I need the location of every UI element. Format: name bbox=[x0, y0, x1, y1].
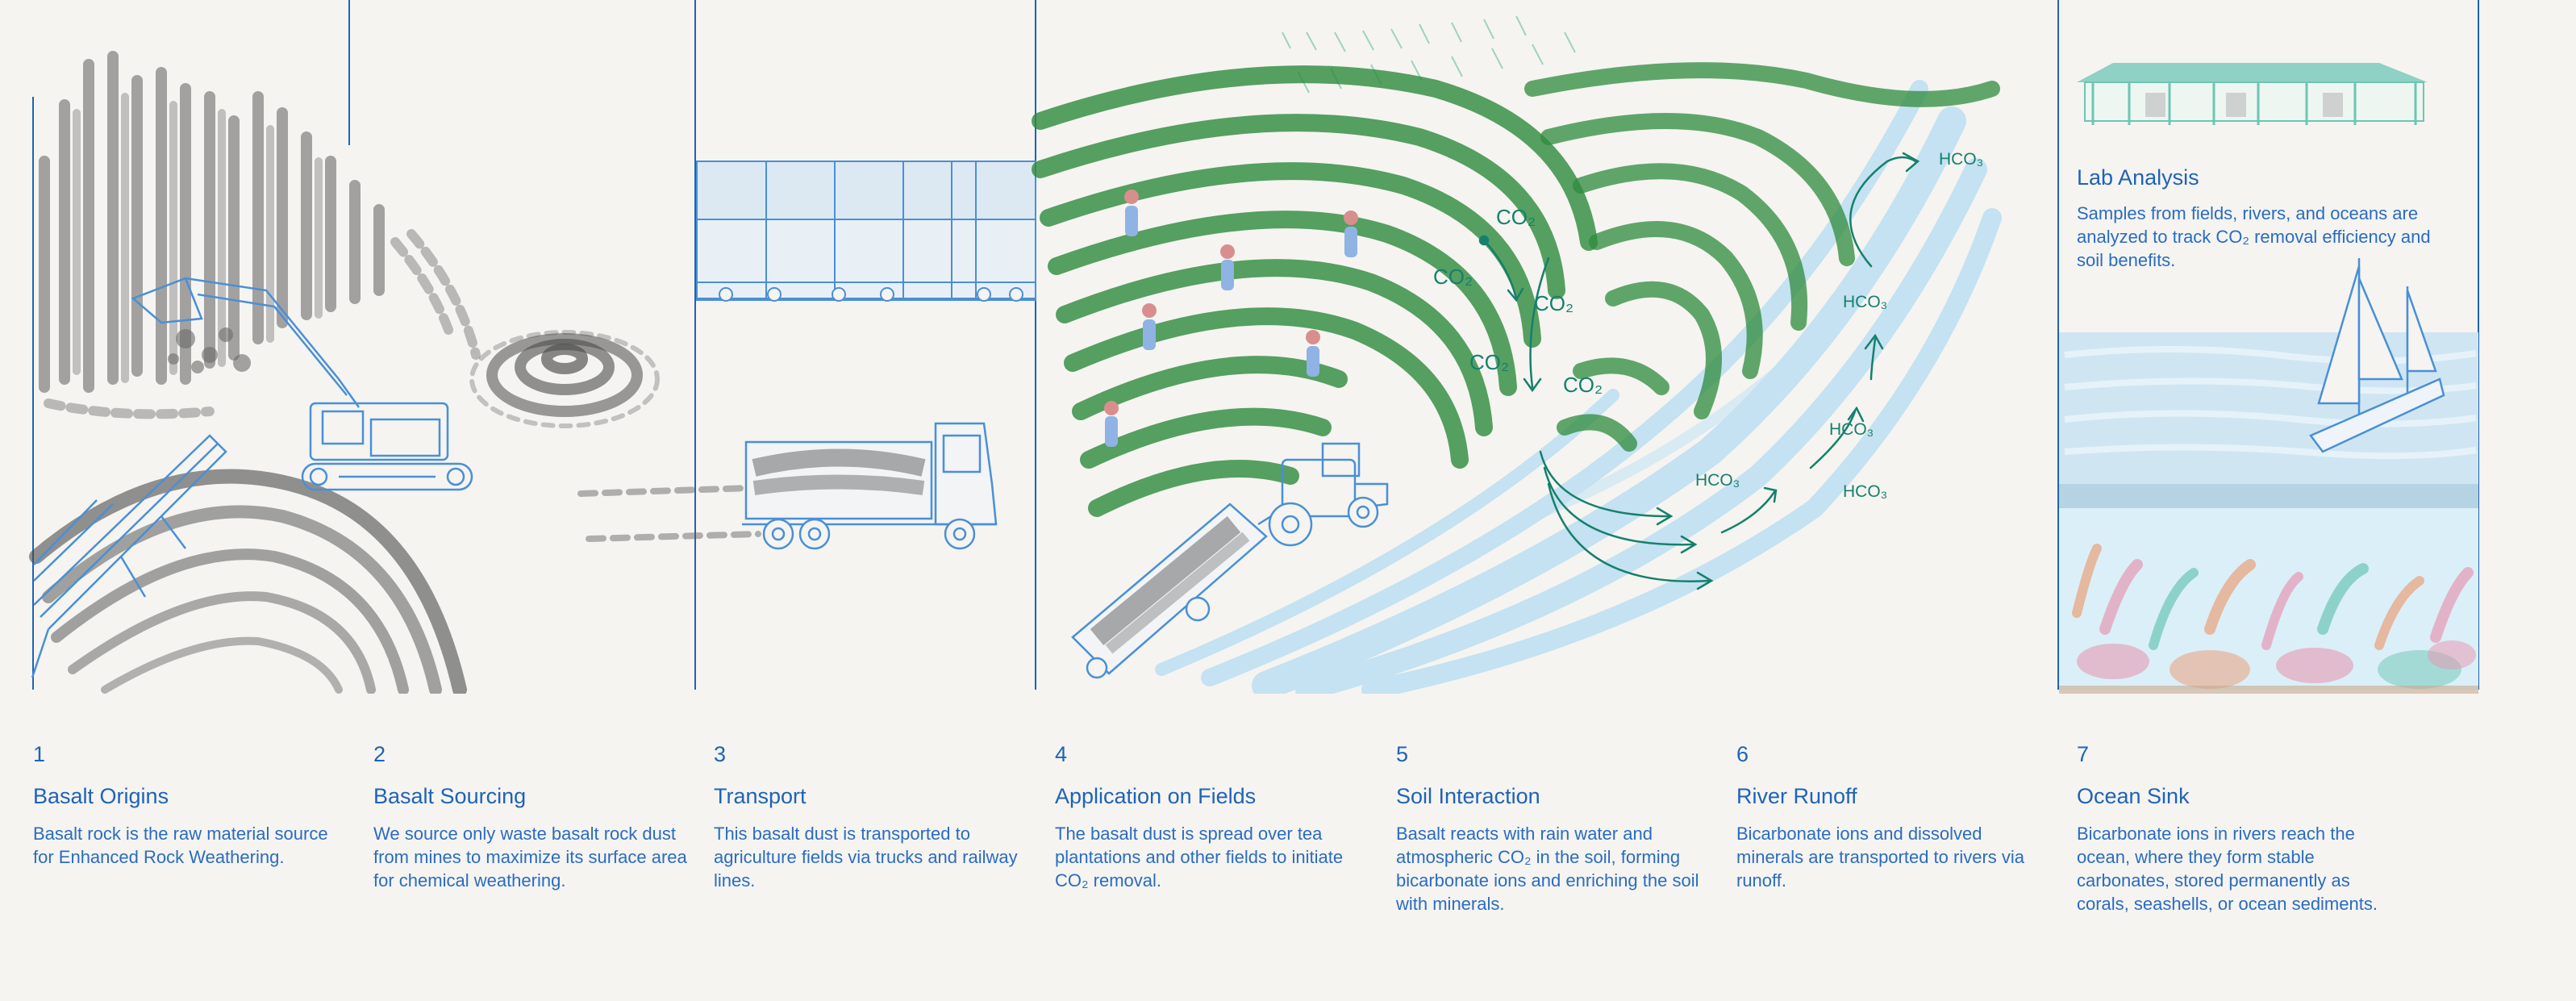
tea-plantation-illustration bbox=[1032, 62, 2000, 517]
conveyor-icon bbox=[31, 434, 227, 678]
step-7-caption: 7 Ocean Sink Bicarbonate ions in rivers … bbox=[2077, 738, 2391, 915]
rock-pile-left bbox=[29, 469, 467, 694]
sand-band bbox=[2059, 686, 2478, 694]
step-number: 1 bbox=[33, 742, 46, 766]
sailboat-icon bbox=[2309, 258, 2445, 453]
freight-train-icon bbox=[696, 161, 1036, 302]
coral-reef bbox=[2072, 544, 2476, 689]
step-title: Ocean Sink bbox=[2077, 784, 2190, 808]
step-description: Bicarbonate ions and dissolved minerals … bbox=[1736, 824, 2025, 890]
co2-label: CO₂ bbox=[1496, 205, 1536, 229]
dust-trail bbox=[577, 485, 761, 542]
step-description: Basalt rock is the raw material source f… bbox=[33, 824, 328, 867]
rock-chunks bbox=[168, 327, 251, 373]
step-4-caption: 4 Application on Fields The basalt dust … bbox=[1055, 738, 1369, 892]
step-title: Application on Fields bbox=[1055, 784, 1257, 808]
step-number: 7 bbox=[2077, 742, 2090, 766]
hco3-label: HCO₃ bbox=[1939, 150, 1983, 169]
step-title: River Runoff bbox=[1736, 784, 1857, 808]
lab-building-icon bbox=[2077, 63, 2428, 125]
chem-labels: CO₂ CO₂ CO₂ CO₂ CO₂ HCO₃ HCO₃ HCO₃ HCO₃ … bbox=[1433, 150, 1983, 501]
basalt-cliff-illustration bbox=[39, 51, 481, 419]
co2-label: CO₂ bbox=[1433, 265, 1473, 289]
tractor-trailer-icon bbox=[1071, 442, 1389, 679]
step-2-caption: 2 Basalt Sourcing We source only waste b… bbox=[373, 738, 688, 892]
lab-analysis-block: Lab Analysis Samples from fields, rivers… bbox=[2077, 163, 2448, 272]
step-1-caption: 1 Basalt Origins Basalt rock is the raw … bbox=[33, 738, 348, 869]
step-description: We source only waste basalt rock dust fr… bbox=[373, 824, 687, 890]
carbon-flow-arrows bbox=[1478, 152, 1920, 590]
lab-analysis-title: Lab Analysis bbox=[2077, 165, 2199, 190]
hco3-label: HCO₃ bbox=[1843, 482, 1887, 501]
step-description: The basalt dust is spread over tea plant… bbox=[1055, 824, 1344, 890]
excavator-icon bbox=[131, 277, 473, 491]
step-6-caption: 6 River Runoff Bicarbonate ions and diss… bbox=[1736, 738, 2051, 892]
lab-analysis-description: Samples from fields, rivers, and oceans … bbox=[2077, 203, 2431, 270]
rock-pile-right bbox=[469, 330, 660, 428]
step-description: Basalt reacts with rain water and atmosp… bbox=[1396, 824, 1699, 914]
step-title: Transport bbox=[714, 784, 807, 808]
step-title: Basalt Sourcing bbox=[373, 784, 527, 808]
dump-truck-icon bbox=[742, 422, 998, 550]
step-number: 2 bbox=[373, 742, 386, 766]
step-number: 6 bbox=[1736, 742, 1749, 766]
step-title: Soil Interaction bbox=[1396, 784, 1540, 808]
hco3-label: HCO₃ bbox=[1843, 293, 1887, 311]
step-description: This basalt dust is transported to agric… bbox=[714, 824, 1018, 890]
tea-pickers bbox=[1104, 190, 1358, 447]
seabed-band bbox=[2059, 484, 2478, 508]
step-5-caption: 5 Soil Interaction Basalt reacts with ra… bbox=[1396, 738, 1711, 915]
step-title: Basalt Origins bbox=[33, 784, 169, 808]
co2-label: CO₂ bbox=[1563, 373, 1603, 397]
step-number: 5 bbox=[1396, 742, 1409, 766]
step-number: 4 bbox=[1055, 742, 1068, 766]
step-3-caption: 3 Transport This basalt dust is transpor… bbox=[714, 738, 1028, 892]
step-number: 3 bbox=[714, 742, 727, 766]
step-description: Bicarbonate ions in rivers reach the oce… bbox=[2077, 824, 2378, 914]
hco3-label: HCO₃ bbox=[1829, 420, 1874, 439]
hco3-label: HCO₃ bbox=[1695, 471, 1740, 490]
process-illustration: CO₂ CO₂ CO₂ CO₂ CO₂ HCO₃ HCO₃ HCO₃ HCO₃ … bbox=[29, 0, 2479, 694]
co2-label: CO₂ bbox=[1534, 291, 1574, 315]
co2-label: CO₂ bbox=[1469, 350, 1509, 374]
